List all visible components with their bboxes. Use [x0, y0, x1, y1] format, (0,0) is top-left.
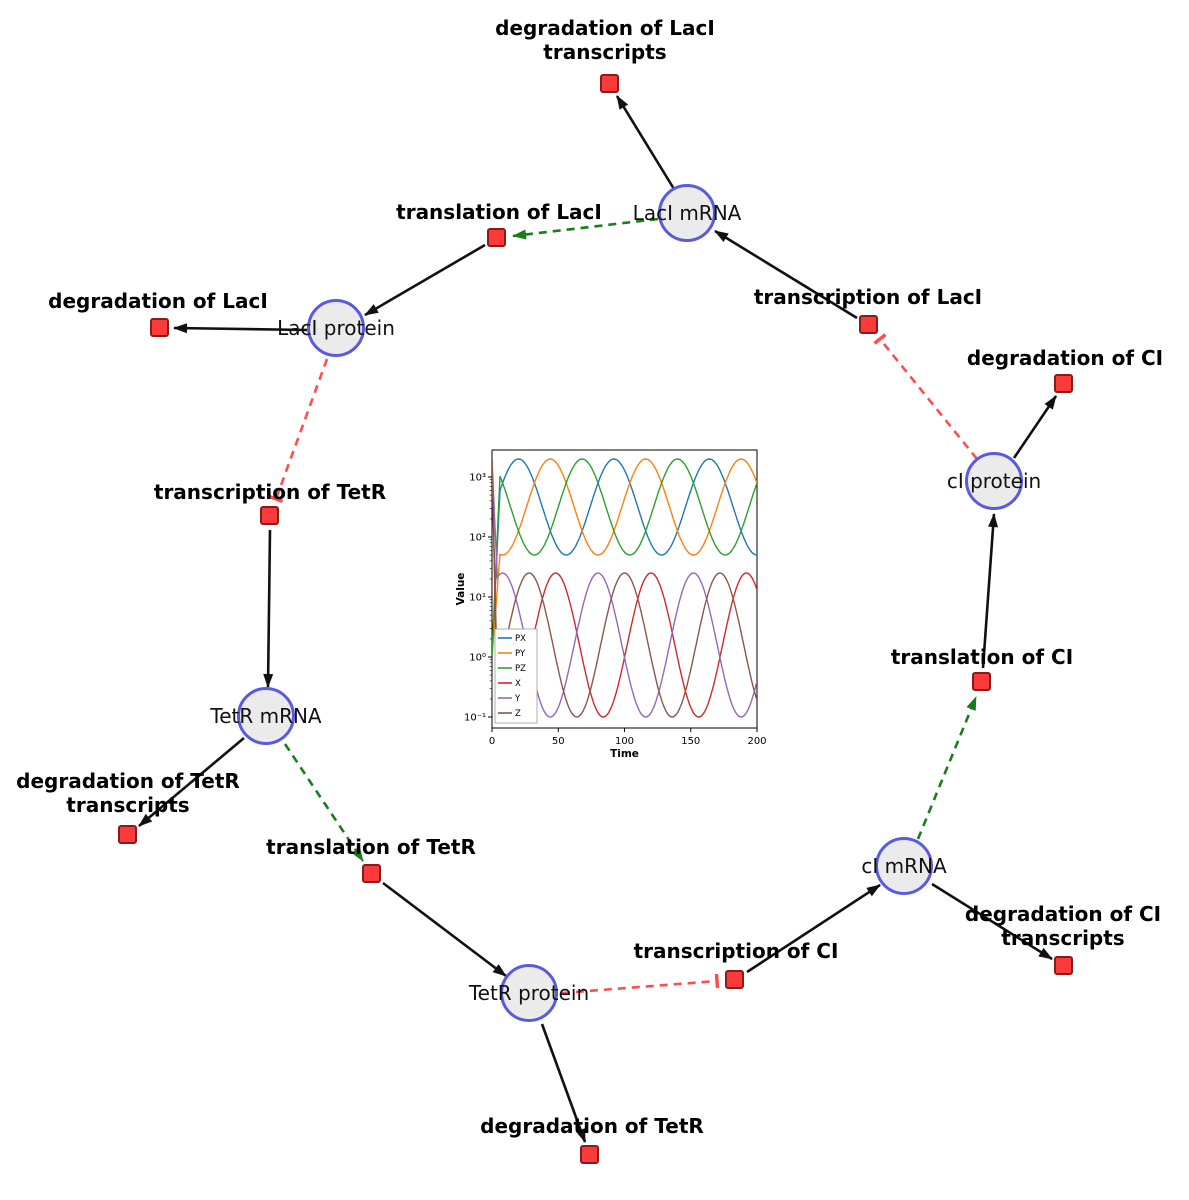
series-Z	[492, 458, 757, 718]
reaction-label-degradation-tetr: degradation of TetR	[480, 1114, 704, 1138]
svg-text:Y: Y	[514, 694, 521, 704]
chart-series	[492, 458, 757, 718]
species-node-ci-protein[interactable]: cI protein	[947, 452, 1041, 510]
edge-translation-laci-to-laci-protein	[364, 243, 486, 317]
edge-ci-mrna-to-degradation	[931, 882, 1053, 961]
series-PX	[492, 458, 757, 658]
svg-text:PZ: PZ	[515, 664, 526, 674]
svg-text:150: 150	[681, 736, 700, 747]
reaction-node-translation-laci[interactable]	[487, 228, 506, 247]
edge-laci-mrna-to-degradation	[615, 95, 676, 190]
species-label-ci-mrna: cI mRNA	[861, 854, 947, 878]
series-PY	[492, 458, 757, 658]
edge-transcription-tetr-to-tetr-mrna	[263, 529, 274, 688]
species-label-laci-mrna: LacI mRNA	[632, 201, 742, 225]
edge-tetr-protein-inhibits-transcription-ci	[561, 973, 720, 995]
edge-tetr-mrna-modifies-translation	[283, 743, 365, 862]
svg-text:X: X	[515, 679, 521, 689]
reaction-node-degradation-laci[interactable]	[150, 318, 169, 337]
species-label-laci-protein: LacI protein	[277, 316, 395, 340]
svg-text:Value: Value	[455, 573, 467, 606]
reaction-label-transcription-laci: transcription of LacI	[753, 285, 983, 309]
species-label-ci-protein: cI protein	[946, 469, 1042, 493]
reaction-node-degradation-laci-transcripts[interactable]	[600, 74, 619, 93]
svg-text:10³: 10³	[469, 473, 486, 484]
svg-text:PX: PX	[515, 634, 526, 644]
svg-text:10⁰: 10⁰	[469, 653, 486, 664]
edge-laci-protein-to-degradation	[173, 323, 308, 334]
svg-text:10²: 10²	[469, 533, 486, 544]
svg-text:Time: Time	[610, 748, 639, 760]
svg-text:10⁻¹: 10⁻¹	[464, 713, 486, 724]
svg-text:0: 0	[489, 736, 495, 747]
edge-ci-protein-inhibits-transcription-laci	[873, 333, 979, 460]
edge-laci-mrna-modifies-translation	[512, 217, 659, 240]
reaction-label-transcription-tetr: transcription of TetR	[153, 480, 387, 504]
svg-text:Z: Z	[515, 709, 521, 719]
edge-ci-mrna-modifies-translation	[916, 696, 978, 840]
edge-translation-tetr-to-tetr-protein	[382, 881, 507, 978]
reaction-node-translation-ci[interactable]	[972, 672, 991, 691]
reaction-node-degradation-tetr-transcripts[interactable]	[118, 825, 137, 844]
edge-laci-protein-inhibits-transcription-tetr	[268, 358, 329, 504]
species-label-tetr-mrna: TetR mRNA	[210, 704, 322, 728]
reaction-node-transcription-tetr[interactable]	[260, 506, 279, 525]
edge-tetr-mrna-to-degradation	[138, 737, 245, 827]
svg-text:100: 100	[615, 736, 634, 747]
reaction-label-translation-laci: translation of LacI	[396, 200, 602, 224]
species-node-laci-protein[interactable]: LacI protein	[277, 299, 395, 357]
reaction-node-translation-tetr[interactable]	[362, 864, 381, 883]
reaction-label-translation-ci: translation of CI	[890, 645, 1074, 669]
species-node-tetr-protein[interactable]: TetR protein	[469, 964, 589, 1022]
reaction-label-degradation-ci-transcripts: degradation of CI transcripts	[964, 902, 1162, 950]
edge-transcription-ci-to-ci-mrna	[746, 883, 881, 974]
chart-legend: PX PY PZ XYZ	[494, 628, 538, 724]
reaction-node-degradation-ci[interactable]	[1054, 374, 1073, 393]
svg-text:200: 200	[747, 736, 766, 747]
reaction-node-degradation-tetr[interactable]	[580, 1145, 599, 1164]
reaction-node-degradation-ci-transcripts[interactable]	[1054, 956, 1073, 975]
edge-tetr-protein-to-degradation	[540, 1023, 587, 1143]
series-PZ	[492, 458, 757, 658]
edge-ci-protein-to-degradation	[1012, 395, 1058, 459]
reaction-node-transcription-ci[interactable]	[725, 970, 744, 989]
reaction-label-degradation-laci: degradation of LacI	[48, 289, 268, 313]
species-node-ci-mrna[interactable]: cI mRNA	[861, 837, 947, 895]
edge-translation-ci-to-ci-protein	[981, 513, 999, 669]
reaction-label-translation-tetr: translation of TetR	[266, 835, 476, 859]
species-label-tetr-protein: TetR protein	[468, 981, 590, 1005]
svg-text:50: 50	[552, 736, 565, 747]
species-node-tetr-mrna[interactable]: TetR mRNA	[210, 687, 322, 745]
svg-text:PY: PY	[515, 649, 526, 659]
reaction-label-degradation-ci: degradation of CI	[966, 346, 1164, 370]
svg-text:10¹: 10¹	[469, 593, 486, 604]
reaction-label-transcription-ci: transcription of CI	[633, 939, 839, 963]
edge-transcription-laci-to-laci-mrna	[714, 229, 858, 320]
reaction-node-transcription-laci[interactable]	[859, 315, 878, 334]
species-node-laci-mrna[interactable]: LacI mRNA	[633, 184, 741, 242]
reaction-label-degradation-laci-transcripts: degradation of LacI transcripts	[495, 16, 715, 64]
reaction-label-degradation-tetr-transcripts: degradation of TetR transcripts	[16, 769, 240, 817]
